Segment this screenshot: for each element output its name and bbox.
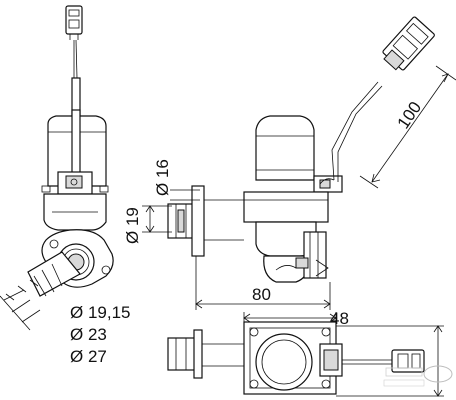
dim-40: 40 — [452, 368, 456, 387]
left-outlet-pipe — [27, 251, 81, 297]
middle-connector-plug — [382, 16, 435, 71]
dim-100: 100 — [394, 98, 426, 132]
dim-40-group: 40 — [336, 325, 456, 397]
bottom-motor-circle — [255, 333, 313, 391]
dim-d16-group: Ø 16 — [153, 159, 200, 201]
bottom-view — [167, 321, 425, 395]
middle-pump-housing — [243, 191, 329, 223]
middle-motor-body — [255, 115, 315, 181]
dim-100-group: 100 — [359, 65, 456, 189]
dim-48: 48 — [330, 309, 349, 328]
dim-d19-15: Ø 19,15 — [70, 303, 131, 322]
dim-d16: Ø 16 — [153, 159, 172, 196]
dim-d19: Ø 19 — [123, 207, 142, 244]
middle-wire — [331, 81, 379, 181]
middle-view — [167, 16, 435, 283]
bottom-inlet-pipe — [167, 337, 197, 371]
left-view — [27, 5, 114, 297]
dim-80: 80 — [252, 285, 271, 304]
dim-48-group: 48 — [243, 309, 349, 328]
left-diameter-dimension — [0, 279, 41, 331]
dim-d23: Ø 23 — [70, 325, 107, 344]
middle-outlet — [303, 231, 327, 279]
dim-d27: Ø 27 — [70, 347, 107, 366]
watermark-logo — [383, 365, 453, 387]
inlet-flange — [191, 185, 205, 257]
dim-80-group: 80 — [195, 256, 331, 310]
dim-d19-group: Ø 19 — [123, 205, 172, 244]
